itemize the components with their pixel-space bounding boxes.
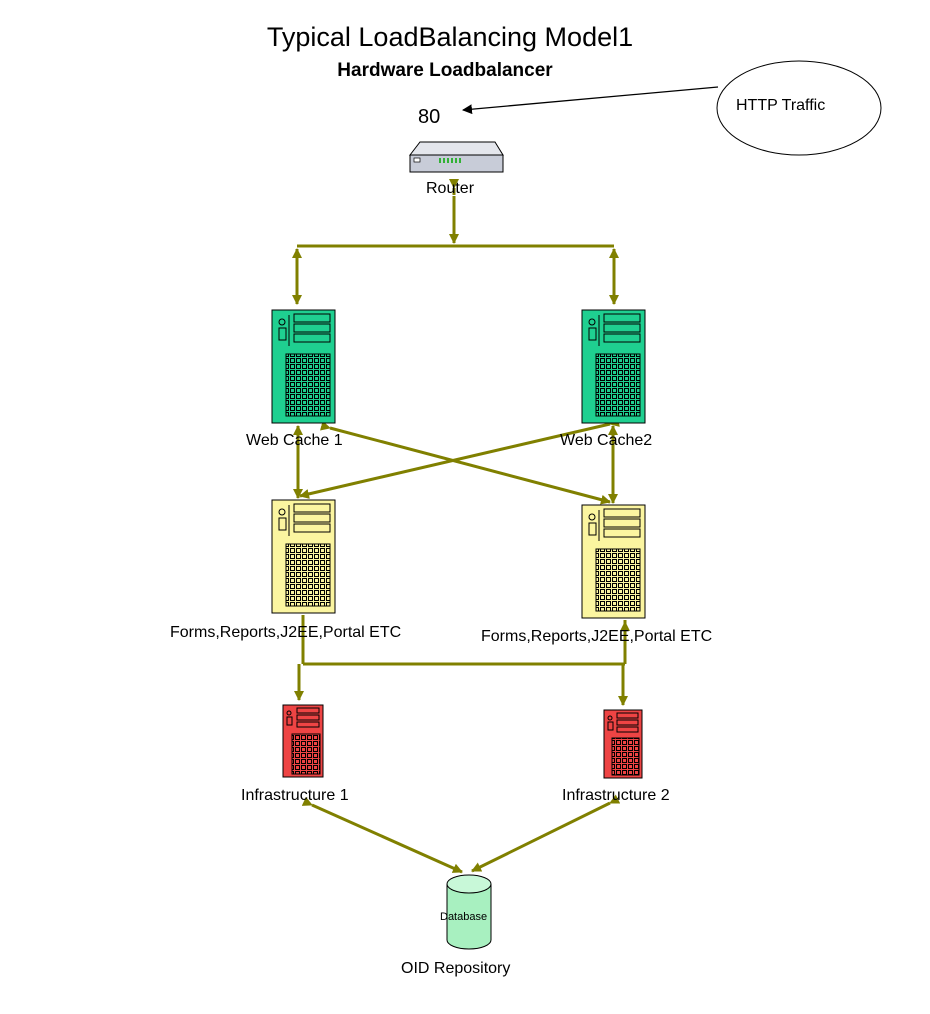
app-server-1-label: Forms,Reports,J2EE,Portal ETC xyxy=(170,624,402,641)
infrastructure-2-server-icon xyxy=(603,709,643,779)
oid-repository-label: OID Repository xyxy=(401,960,511,977)
http-traffic-label: HTTP Traffic xyxy=(736,97,826,114)
web-cache-2-server-icon xyxy=(581,309,646,424)
infrastructure-2-label: Infrastructure 2 xyxy=(562,787,670,804)
inf2-to-db xyxy=(471,794,621,873)
app-server-2-label: Forms,Reports,J2EE,Portal ETC xyxy=(481,628,713,645)
inf1-to-db xyxy=(301,796,463,874)
database-label: Database xyxy=(440,911,488,923)
wc2-to-app1 xyxy=(299,417,620,499)
web-cache-1-label: Web Cache 1 xyxy=(246,432,343,449)
database-cylinder-icon xyxy=(446,874,492,950)
infrastructure-1-label: Infrastructure 1 xyxy=(241,787,349,804)
web-cache-1-server-icon xyxy=(271,309,336,424)
web-cache-2-label: Web Cache2 xyxy=(560,432,653,449)
infrastructure-1-server-icon xyxy=(282,704,324,778)
port-label: 80 xyxy=(418,106,441,128)
http-traffic-cloud xyxy=(716,60,882,156)
router-icon xyxy=(408,141,504,173)
diagram-subtitle: Hardware Loadbalancer xyxy=(337,60,553,81)
http-traffic-arrow xyxy=(462,86,719,115)
router-label: Router xyxy=(426,180,475,197)
diagram-title: Typical LoadBalancing Model1 xyxy=(266,22,634,52)
app-server-1-icon xyxy=(271,499,336,614)
app-server-2-icon xyxy=(581,504,646,619)
